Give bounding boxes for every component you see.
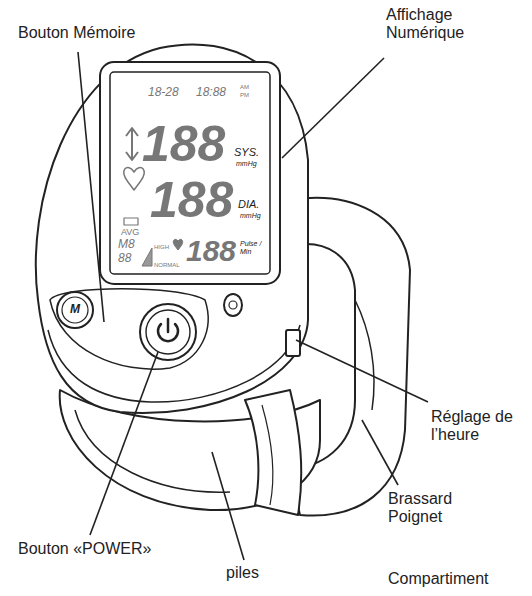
memory-button [57,292,93,328]
lcd-time: 18:88 [196,86,226,100]
clock-button [224,294,242,316]
callout-label: Réglage de l’heure [431,408,529,445]
leader-line [362,420,398,485]
lcd-date: 18-28 [148,86,179,100]
button-panel [50,289,208,369]
lcd-pulse: 188 [186,234,236,269]
callout-label: Bouton «POWER» [18,540,151,558]
power-icon [158,319,178,341]
lcd-ampm: PM [240,92,249,99]
lcd-unit: mmHg [236,160,257,168]
cuff-fold [355,300,374,410]
lcd-unit: Pulse / Min [240,240,264,256]
power-button [140,304,196,360]
leader-line [282,58,384,158]
screen-bezel [100,62,280,284]
monitor-body [36,44,308,413]
battery-icon [124,218,138,225]
base-ring [75,410,230,492]
callout-label: Bouton Mémoire [18,24,135,42]
lcd-unit: SYS. [234,146,259,159]
lcd-avg: AVG [121,227,139,237]
lcd-ampm: AM [240,84,249,91]
lcd-memory: M8 [118,238,135,252]
callout-label: Brassard Poignet [388,490,478,527]
callout-label: Compartiment [388,570,488,588]
level-bars [142,248,152,266]
leader-line [212,452,244,560]
lcd-level: HIGH [154,244,169,251]
cuff-strap [245,390,301,515]
time-setting-slot [286,330,300,356]
leader-line [78,52,104,322]
button-letter: M [70,303,80,317]
pulse-heart [173,239,182,250]
lcd-unit: DIA. [238,198,259,211]
lcd-memory: 88 [118,252,131,266]
callout-label: piles [226,564,259,582]
leader-line [296,340,428,402]
strap-edge [262,405,273,505]
leader-line [90,352,158,535]
lcd-unit: mmHg [240,212,261,220]
lcd-screen [110,72,270,274]
heart-icon [124,167,144,190]
callout-label: Affichage Numérique [386,6,481,43]
lcd-level: NORMAL [154,262,180,269]
lcd-diastolic: 188 [150,172,233,230]
arrow-icon [126,128,138,160]
lcd-systolic: 188 [142,116,225,174]
